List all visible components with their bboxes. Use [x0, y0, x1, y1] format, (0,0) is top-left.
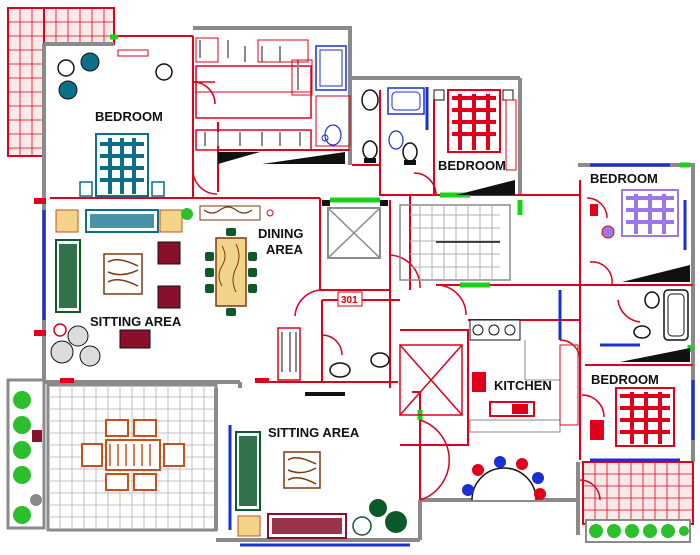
windows: [42, 87, 695, 547]
terrace-plants-right: [585, 519, 691, 543]
label-sitting-area-1: SITTING AREA: [90, 314, 182, 329]
label-bedroom-1: BEDROOM: [95, 109, 163, 124]
label-bedroom-4: BEDROOM: [591, 372, 659, 387]
bedroom-1-furniture: [57, 49, 173, 197]
label-kitchen: KITCHEN: [494, 378, 552, 393]
bathroom-1: [361, 87, 425, 165]
room-labels: BEDROOM BEDROOM BEDROOM BEDROOM DINING A…: [90, 109, 659, 440]
guest-toilet: [277, 327, 463, 416]
unit-number: 301: [341, 295, 358, 306]
wardrobe-area: [195, 37, 351, 164]
kitchen-fittings: [469, 319, 561, 433]
sitting-area-1-furniture: [50, 205, 274, 367]
sitting-area-2-furniture: [235, 431, 407, 539]
bedroom-2-furniture: [433, 89, 517, 195]
label-dining-line1: DINING: [258, 226, 304, 241]
terrace-top-left: [7, 7, 115, 157]
dining-table: [205, 228, 257, 316]
door-swings: [192, 81, 641, 501]
terrace-plants-left: [6, 378, 46, 530]
wall-markers: [34, 198, 388, 383]
label-sitting-area-2: SITTING AREA: [268, 425, 360, 440]
stair-core: [327, 204, 511, 281]
terrace-dining-set: [81, 419, 185, 491]
bathroom-2: [620, 289, 690, 362]
unit-number-tag: 301: [337, 291, 363, 307]
bedroom-3-furniture: [590, 189, 690, 282]
label-bedroom-3: BEDROOM: [590, 171, 658, 186]
bay-seating: [462, 456, 546, 501]
label-bedroom-2: BEDROOM: [438, 158, 506, 173]
label-dining-line2: AREA: [266, 242, 303, 257]
bedroom-4-furniture: [559, 344, 675, 447]
